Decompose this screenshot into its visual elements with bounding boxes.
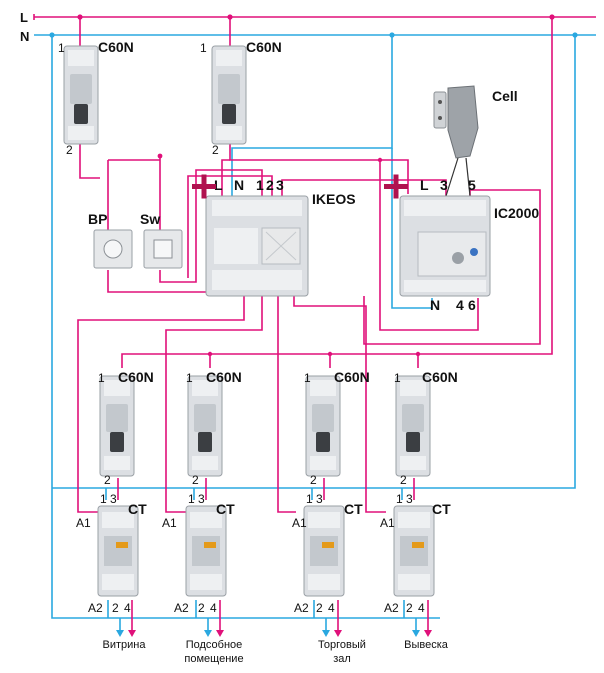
top-breaker-2-label: C60N — [246, 39, 282, 55]
branch-breaker-2-label: C60N — [206, 369, 242, 385]
contactor-4-terminal-2: 2 — [406, 601, 413, 615]
contactor-2-terminal-4: 4 — [210, 601, 217, 615]
push-button-bp-label: BP — [88, 211, 107, 227]
contactor-3-label: CT — [344, 501, 363, 517]
contactor-2-terminal-3: 3 — [198, 492, 205, 506]
contactor-2: 1 3 CT A1 A2 2 4 — [162, 492, 235, 615]
ikeos-terminal-1: 1 — [256, 177, 264, 193]
cell-label: Cell — [492, 88, 518, 104]
top-breaker-1-terminal-in: 1 — [58, 41, 65, 55]
ikeos-label: IKEOS — [312, 191, 356, 207]
cell-sensor: Cell — [433, 85, 518, 197]
switch-sw: Sw — [140, 211, 183, 269]
contactor-3-terminal-1: 1 — [306, 492, 313, 506]
contactor-2-terminal-1: 1 — [188, 492, 195, 506]
branch-breaker-3-label: C60N — [334, 369, 370, 385]
ikeos-controller: L N 1 2 3 IKEOS — [205, 177, 356, 297]
branch-breaker-3-terminal-out: 2 — [310, 473, 317, 487]
branch-breaker-1-terminal-out: 2 — [104, 473, 111, 487]
contactor-3-terminal-a2: A2 — [294, 601, 309, 615]
contactor-2-terminal-a2: A2 — [174, 601, 189, 615]
contactor-1-terminal-a2: A2 — [88, 601, 103, 615]
neutral-wiring — [49, 32, 578, 637]
contactor-3-terminal-2: 2 — [316, 601, 323, 615]
contactor-4-terminal-3: 3 — [406, 492, 413, 506]
contactor-2-terminal-2: 2 — [198, 601, 205, 615]
contactor-1-terminal-3: 3 — [110, 492, 117, 506]
branch-breaker-3-terminal-in: 1 — [304, 371, 311, 385]
branch-breaker-4-label: C60N — [422, 369, 458, 385]
contactor-1-terminal-4: 4 — [124, 601, 131, 615]
contactor-1-label: CT — [128, 501, 147, 517]
contactor-1-terminal-2: 2 — [112, 601, 119, 615]
bus-l-label: L — [20, 10, 28, 25]
branch-breaker-4: 1 C60N 2 — [394, 369, 458, 487]
branch-breaker-1: 1 C60N 2 — [98, 369, 154, 487]
contactor-3-terminal-a1: A1 — [292, 516, 307, 530]
push-button-bp: BP — [88, 211, 133, 269]
ic2000-terminal-5: 5 — [468, 177, 476, 193]
ic2000-terminal-n: N — [430, 297, 440, 313]
ikeos-terminal-l: L — [214, 177, 223, 193]
contactor-4-terminal-1: 1 — [396, 492, 403, 506]
contactor-2-terminal-a1: A1 — [162, 516, 177, 530]
contactor-4-terminal-a2: A2 — [384, 601, 399, 615]
output-label-4: Вывеска — [404, 639, 449, 651]
branch-breaker-1-terminal-in: 1 — [98, 371, 105, 385]
contactor-4-terminal-a1: A1 — [380, 516, 395, 530]
branch-breaker-3: 1 C60N 2 — [304, 369, 370, 487]
contactor-2-label: CT — [216, 501, 235, 517]
top-breaker-1: 1 C60N 2 — [58, 39, 134, 157]
ic2000-terminal-l: L — [420, 177, 429, 193]
ic2000-controller: L 3 5 IC2000 N 4 6 — [399, 177, 539, 313]
contactor-4: 1 3 CT A1 A2 2 4 — [380, 492, 451, 615]
top-breaker-2-terminal-out: 2 — [212, 143, 219, 157]
top-line-wiring — [77, 14, 555, 368]
contactor-4-terminal-4: 4 — [418, 601, 425, 615]
contactor-3-terminal-3: 3 — [316, 492, 323, 506]
top-breaker-2: 1 C60N 2 — [200, 39, 282, 157]
ikeos-terminal-n: N — [234, 177, 244, 193]
ikeos-plus-icon — [192, 174, 216, 199]
branch-breaker-1-label: C60N — [118, 369, 154, 385]
ic2000-plus-icon — [384, 174, 408, 199]
contactor-1-terminal-1: 1 — [100, 492, 107, 506]
ic2000-terminal-6: 6 — [468, 297, 476, 313]
contactor-1: 1 3 CT A1 A2 2 4 — [76, 492, 147, 615]
ic2000-terminal-3: 3 — [440, 177, 448, 193]
top-breaker-1-terminal-out: 2 — [66, 143, 73, 157]
output-label-1: Витрина — [103, 639, 147, 651]
branch-breaker-2-terminal-out: 2 — [192, 473, 199, 487]
top-breaker-2-terminal-in: 1 — [200, 41, 207, 55]
contactor-3-terminal-4: 4 — [328, 601, 335, 615]
ikeos-terminal-3: 3 — [276, 177, 284, 193]
ic2000-label: IC2000 — [494, 205, 539, 221]
contactor-4-label: CT — [432, 501, 451, 517]
switch-sw-label: Sw — [140, 211, 160, 227]
ikeos-terminal-2: 2 — [266, 177, 274, 193]
contactor-1-terminal-a1: A1 — [76, 516, 91, 530]
branch-breaker-2: 1 C60N 2 — [186, 369, 242, 487]
top-breaker-1-label: C60N — [98, 39, 134, 55]
branch-breaker-4-terminal-out: 2 — [400, 473, 407, 487]
branch-breaker-4-terminal-in: 1 — [394, 371, 401, 385]
contactor-3: 1 3 CT A1 A2 2 4 — [292, 492, 363, 615]
branch-breaker-2-terminal-in: 1 — [186, 371, 193, 385]
control-wiring — [77, 140, 541, 637]
ic2000-terminal-4: 4 — [456, 297, 464, 313]
bus-n-label: N — [20, 29, 29, 44]
